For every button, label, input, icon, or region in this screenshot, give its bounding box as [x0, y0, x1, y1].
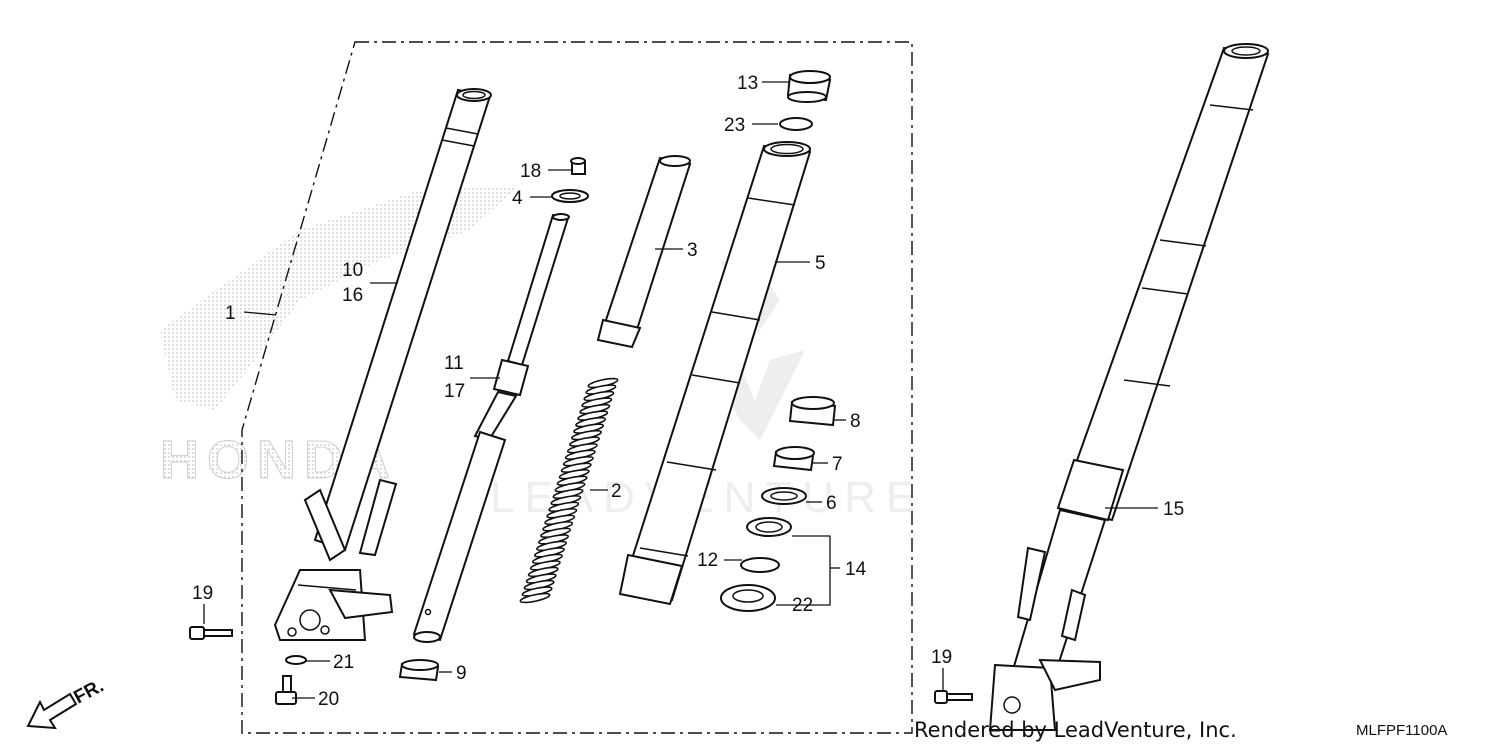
- fork-outer-tube[interactable]: [273, 88, 492, 641]
- clip-12[interactable]: [740, 557, 780, 573]
- callout-19-left: 19: [192, 583, 213, 604]
- fork-collar[interactable]: [596, 155, 692, 349]
- callout-13: 13: [737, 73, 758, 94]
- spring-coil: [519, 592, 551, 604]
- diagram-code: MLFPF1100A: [1356, 722, 1448, 739]
- washer-21[interactable]: [285, 655, 307, 665]
- callout-18: 18: [520, 161, 541, 182]
- assembly-boundary: [241, 41, 913, 734]
- callout-20: 20: [318, 689, 339, 710]
- callout-11: 11: [444, 353, 464, 374]
- callout-4: 4: [512, 188, 523, 209]
- front-direction-arrow: FR.: [26, 676, 107, 730]
- bushing-8[interactable]: [788, 396, 837, 427]
- callout-2: 2: [611, 481, 622, 502]
- fork-damper-rod[interactable]: [412, 213, 570, 643]
- fork-cap-13[interactable]: [786, 70, 832, 103]
- callout-8: 8: [850, 411, 861, 432]
- callout-17: 17: [444, 381, 465, 402]
- bolt-19-right[interactable]: [934, 690, 973, 704]
- callout-5: 5: [815, 253, 826, 274]
- fork-slider[interactable]: [618, 141, 812, 606]
- callout-10: 10: [342, 260, 363, 281]
- oil-seal-14[interactable]: [746, 517, 792, 537]
- nut-18[interactable]: [570, 157, 586, 175]
- callout-21: 21: [333, 652, 354, 673]
- o-ring-23[interactable]: [779, 117, 813, 131]
- leader-lines: [203, 81, 1158, 699]
- callout-7: 7: [832, 454, 843, 475]
- callouts: 1 10 16 11 17 18 4 3 5 13 23 2 8 7 6 12 …: [192, 73, 1184, 710]
- callout-19-right: 19: [931, 647, 952, 668]
- callout-3: 3: [687, 240, 698, 261]
- dust-seal-22[interactable]: [720, 584, 776, 612]
- callout-16: 16: [342, 285, 363, 306]
- rendered-by-credit: Rendered by LeadVenture, Inc.: [914, 718, 1237, 742]
- fork-spring[interactable]: [519, 377, 619, 604]
- callout-12: 12: [697, 550, 718, 571]
- bushing-9[interactable]: [398, 659, 440, 682]
- bushing-7[interactable]: [772, 446, 815, 472]
- callout-23: 23: [724, 115, 745, 136]
- callout-1: 1: [225, 303, 236, 324]
- callout-22: 22: [792, 595, 813, 616]
- callout-14: 14: [845, 559, 867, 580]
- callout-15: 15: [1163, 499, 1184, 520]
- honda-watermark: HONDA: [160, 185, 520, 491]
- seal-6[interactable]: [761, 487, 807, 505]
- fork-assembly-15[interactable]: [988, 43, 1270, 731]
- callout-6: 6: [826, 493, 837, 514]
- bolt-20[interactable]: [275, 675, 297, 705]
- bolt-19-left[interactable]: [189, 626, 233, 640]
- callout-9: 9: [456, 663, 467, 684]
- washer-4[interactable]: [551, 189, 589, 203]
